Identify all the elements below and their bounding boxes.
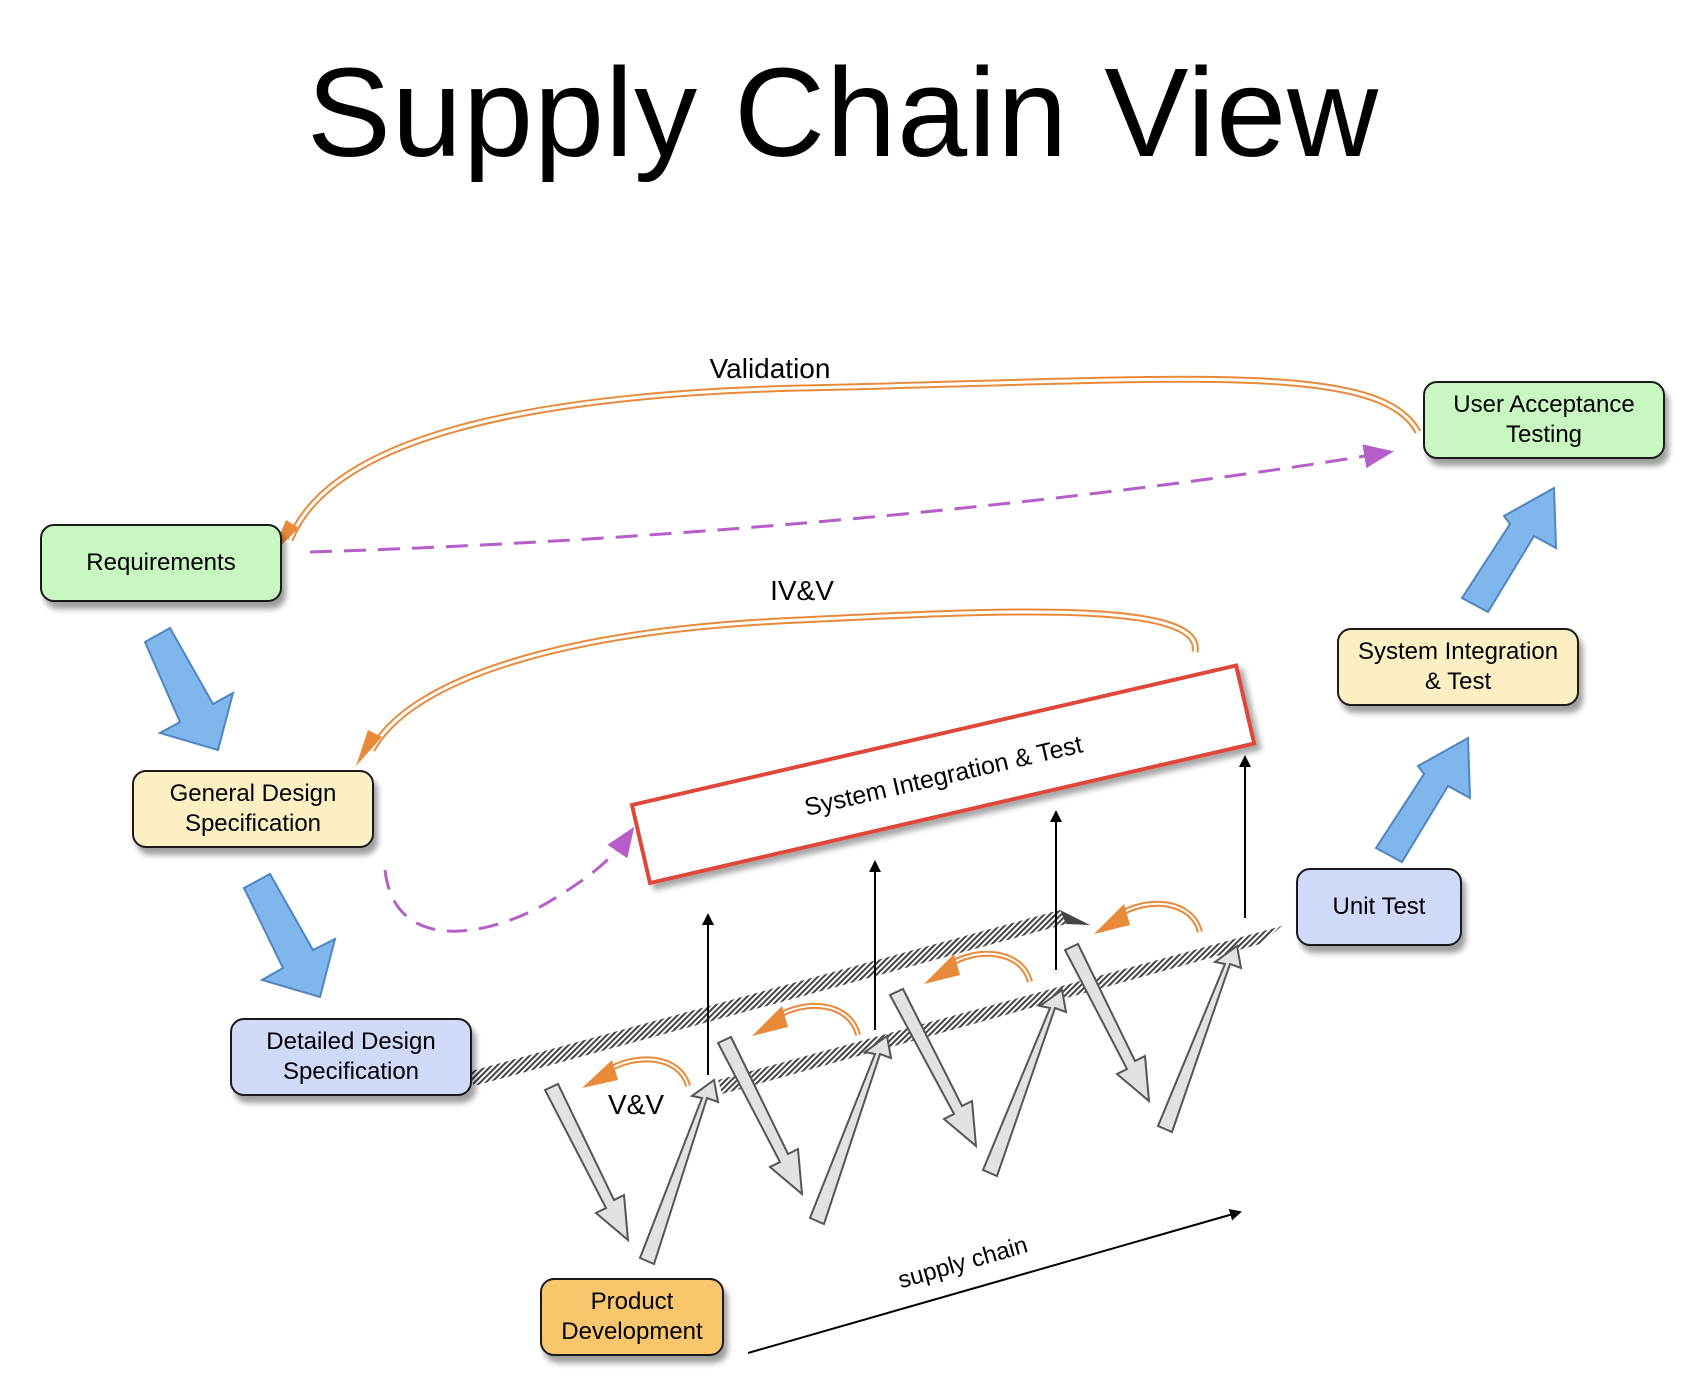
detailed-design-label: Detailed Design Specification — [266, 1028, 436, 1085]
orange-feedback-arrows — [582, 900, 1203, 1088]
blue-arrow-requirements-to-design — [143, 626, 235, 752]
product-development-node: Product Development — [540, 1278, 724, 1356]
requirements-label: Requirements — [86, 549, 236, 576]
detailed-design-node: Detailed Design Specification — [230, 1018, 472, 1096]
requirements-node: Requirements — [40, 524, 282, 602]
ivv-label: IV&V — [770, 575, 834, 606]
validation-arrow — [272, 375, 1422, 554]
ivv-arrow — [356, 608, 1199, 766]
system-integration-label: System Integration & Test — [1357, 638, 1559, 695]
vv-label: V&V — [608, 1089, 664, 1120]
general-design-node: General Design Specification — [132, 770, 374, 848]
supply-chain-arrow — [747, 1208, 1242, 1354]
supply-chain-label: supply chain — [895, 1231, 1031, 1294]
system-integration-node: System Integration & Test — [1337, 628, 1579, 706]
unit-test-label: Unit Test — [1332, 893, 1426, 920]
product-development-label: Product Development — [561, 1288, 703, 1345]
page-title: Supply Chain View — [306, 42, 1380, 183]
blue-arrow-design-to-detailed — [242, 872, 337, 999]
integration-bar: System Integration & Test — [629, 663, 1257, 886]
supply-chain-conveyor — [468, 910, 1282, 1094]
gray-zigzag-arrows — [543, 942, 1243, 1266]
vertical-feed-arrows — [702, 755, 1251, 1075]
unit-test-node: Unit Test — [1296, 868, 1462, 946]
design-to-integration-dashed-arrow — [383, 826, 635, 933]
user-acceptance-node: User Acceptance Testing — [1423, 381, 1665, 459]
user-acceptance-label: User Acceptance Testing — [1453, 391, 1635, 448]
general-design-label: General Design Specification — [169, 780, 337, 837]
blue-arrow-integration-to-acceptance — [1460, 486, 1558, 614]
blue-arrow-unit-to-integration — [1374, 736, 1472, 864]
validation-label: Validation — [710, 353, 831, 384]
requirements-to-acceptance-dashed-arrow — [309, 444, 1394, 554]
